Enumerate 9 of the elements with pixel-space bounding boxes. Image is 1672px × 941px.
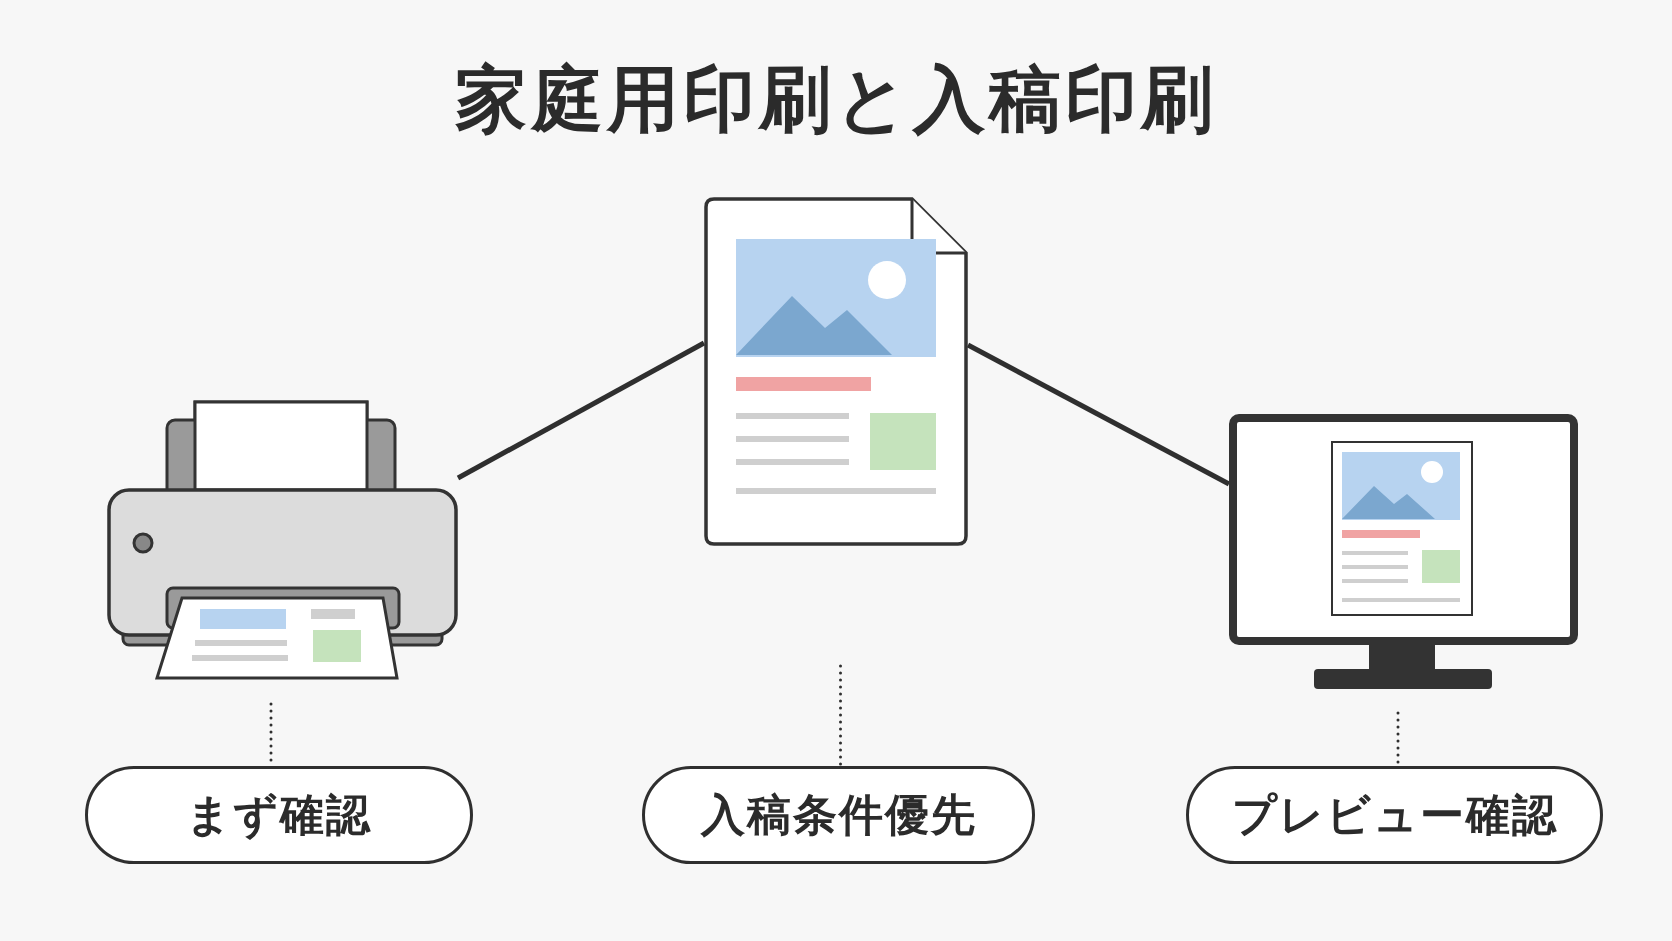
title: 家庭用印刷と入稿印刷 (455, 56, 1217, 143)
printer-drawing (107, 400, 458, 682)
leader-line (839, 664, 842, 768)
monitor-drawing (1229, 414, 1578, 691)
document-drawing (704, 197, 968, 546)
label-pill: まず確認 (85, 766, 473, 864)
connector-line (456, 340, 706, 481)
label-pill: プレビュー確認 (1186, 766, 1603, 864)
label-pill: 入稿条件優先 (642, 766, 1035, 864)
